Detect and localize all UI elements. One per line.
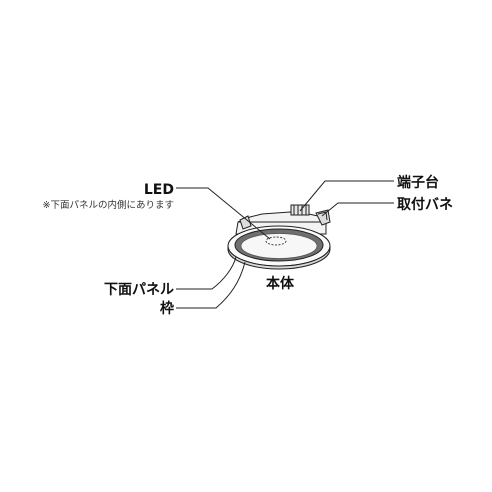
mounting-spring-left [239,215,252,230]
leader-led [176,187,271,240]
label-bottom-panel: 下面パネル [104,282,174,298]
label-frame: 枠 [160,300,174,317]
bottom-panel-face [240,233,318,259]
label-led: LED [144,182,174,198]
terminal-block [290,204,310,216]
label-terminal-block: 端子台 [397,174,439,191]
leader-frame [176,261,246,309]
label-mounting-spring: 取付バネ [397,196,453,213]
label-led-note: ※下面パネルの内側にあります [43,199,174,211]
led-element [265,236,287,246]
leader-lines [176,180,394,309]
frame-rim [227,245,331,270]
leader-mounting-spring [321,202,394,217]
mounting-spring [315,209,331,226]
leader-bottom-panel [176,256,237,290]
leader-terminal-block [299,180,394,212]
downlight-fixture [227,204,331,270]
label-body: 本体 [266,275,295,292]
